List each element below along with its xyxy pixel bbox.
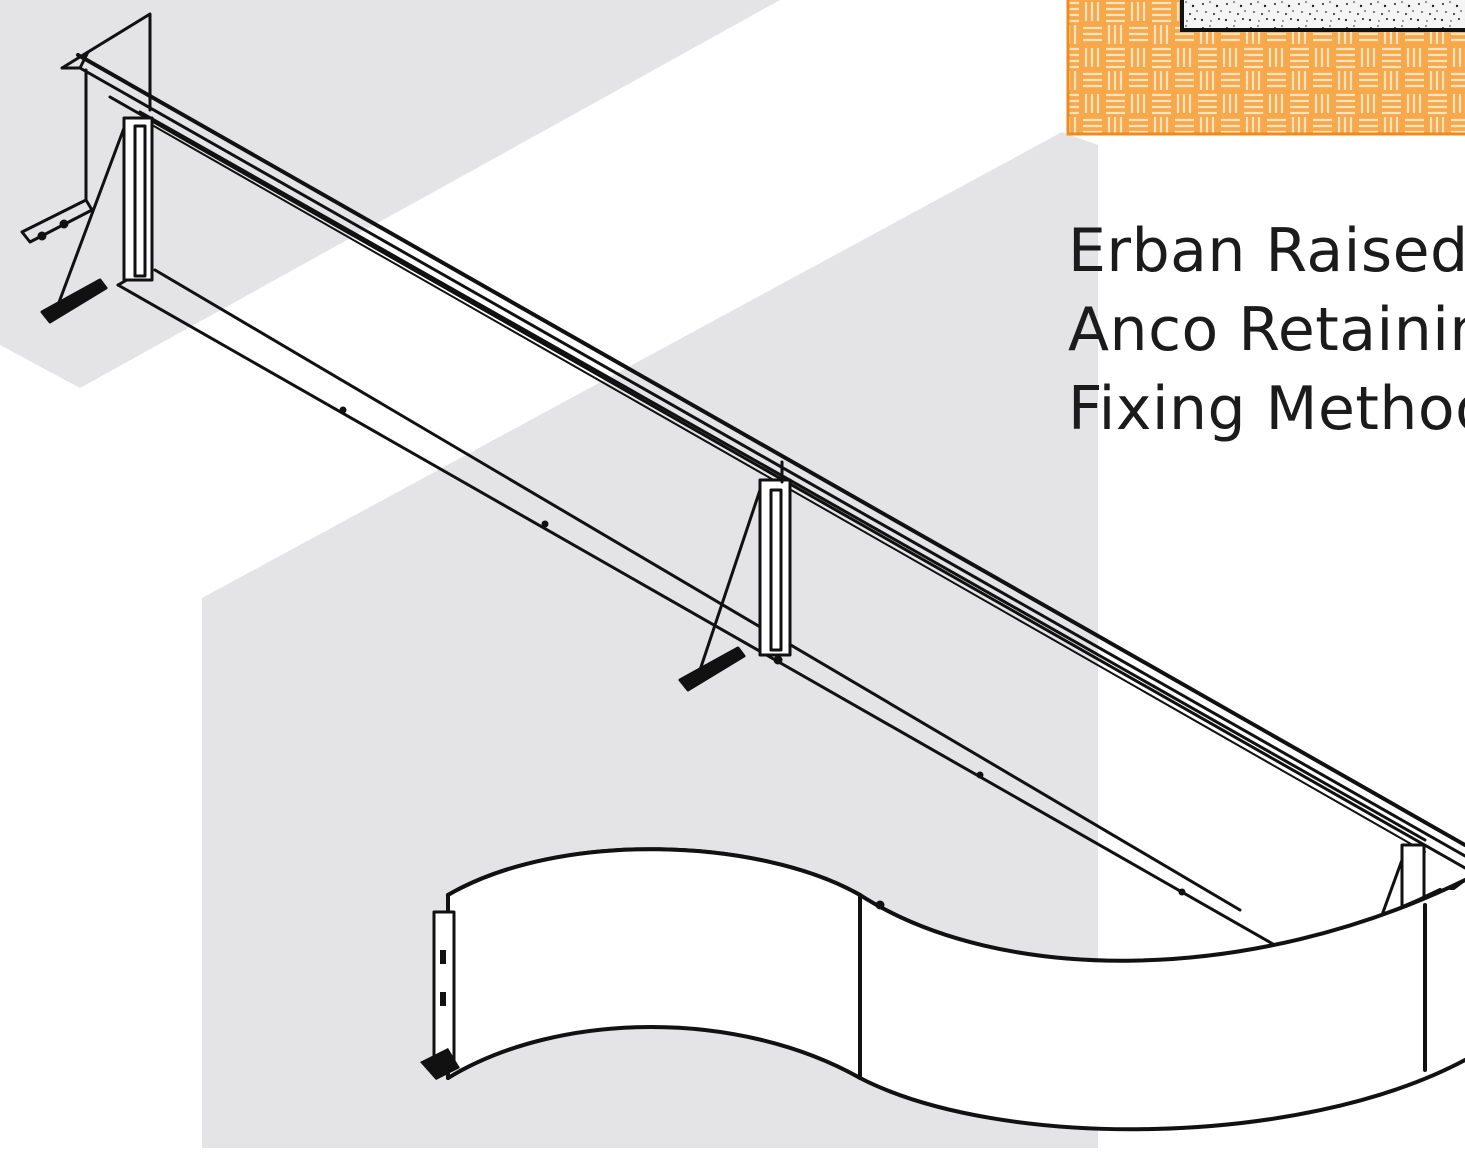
- backdrop-lower-block: [202, 132, 1098, 1148]
- product-caption: Erban Raised Anco Retaining Fixing Metho…: [1068, 212, 1465, 452]
- caption-line-2: Anco Retaining: [1068, 295, 1465, 365]
- curved-edging: [420, 847, 1465, 1132]
- end-bracket: [20, 12, 154, 324]
- mid-bracket: [678, 460, 792, 692]
- curve-end-bracket: [432, 910, 456, 1064]
- caption-line-1: Erban Raised: [1068, 216, 1465, 286]
- caption-line-3: Fixing Method: [1068, 374, 1465, 444]
- backdrop-upper-band: [0, 0, 780, 388]
- soil-swatch: [1066, 0, 1465, 136]
- gravel-window: [1180, 0, 1465, 32]
- backdrop: [0, 0, 1098, 1148]
